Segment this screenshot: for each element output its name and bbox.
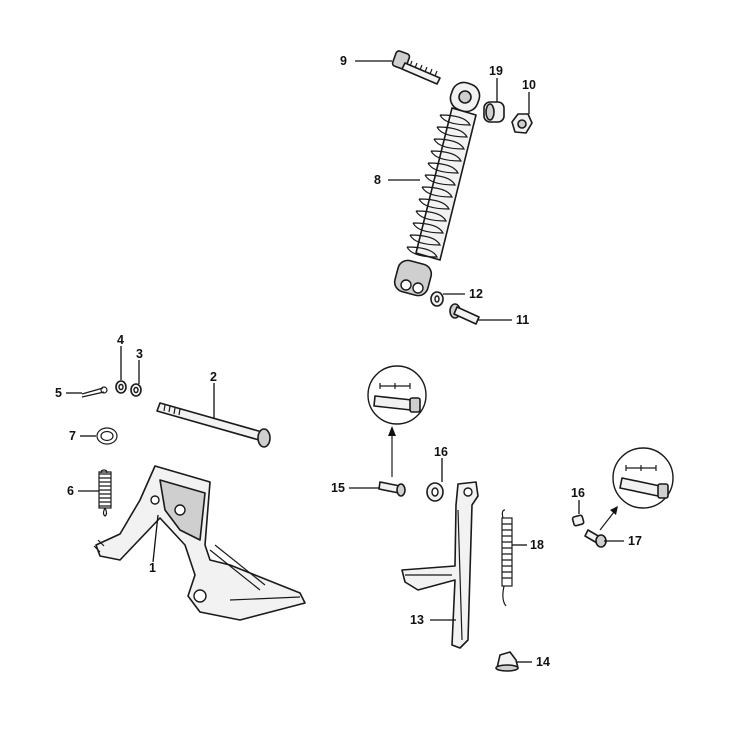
part-15-bolt [367,365,427,497]
callout-1: 1 [149,561,156,575]
part-6-spring [98,469,112,517]
callout-19: 19 [489,64,503,78]
part-7-ring [96,427,118,445]
callout-2: 2 [210,370,217,384]
callout-6: 6 [67,484,74,498]
callout-8: 8 [374,173,381,187]
part-11-bolt [449,303,480,325]
part-14-bumper [495,651,519,672]
callout-10: 10 [522,78,536,92]
part-10-nut [511,113,533,134]
callout-12: 12 [469,287,483,301]
part-18-spring [501,509,513,607]
part-16-washer-a [426,482,444,502]
callout-13: 13 [410,613,424,627]
part-5-split-pin [81,386,108,398]
part-9-bolt [391,50,441,85]
part-4-washer [115,380,127,394]
leader-lines [66,60,624,663]
callout-labels: 9 19 10 8 12 11 4 3 5 2 7 6 1 16 15 18 1… [55,54,642,669]
part-19-bushing [483,101,505,123]
callout-11: 11 [516,313,529,327]
callout-5: 5 [55,386,62,400]
callout-18: 18 [530,538,544,552]
part-3-washer [130,383,142,397]
callout-7: 7 [69,429,76,443]
callout-15: 15 [331,481,345,495]
callout-14: 14 [536,655,550,669]
part-16-sleeve-b [571,514,585,527]
callout-4: 4 [117,333,124,347]
part-17-bolt [584,447,674,548]
part-13-side-stand [401,481,479,649]
part-1-center-stand [93,465,306,621]
part-2-shaft [156,402,271,448]
callout-9: 9 [340,54,347,68]
callout-16-b: 16 [571,486,585,500]
callout-16-a: 16 [434,445,448,459]
part-12-washer [430,291,444,307]
part-8-shock-absorber [393,81,481,297]
callout-3: 3 [136,347,143,361]
callout-17: 17 [628,534,642,548]
